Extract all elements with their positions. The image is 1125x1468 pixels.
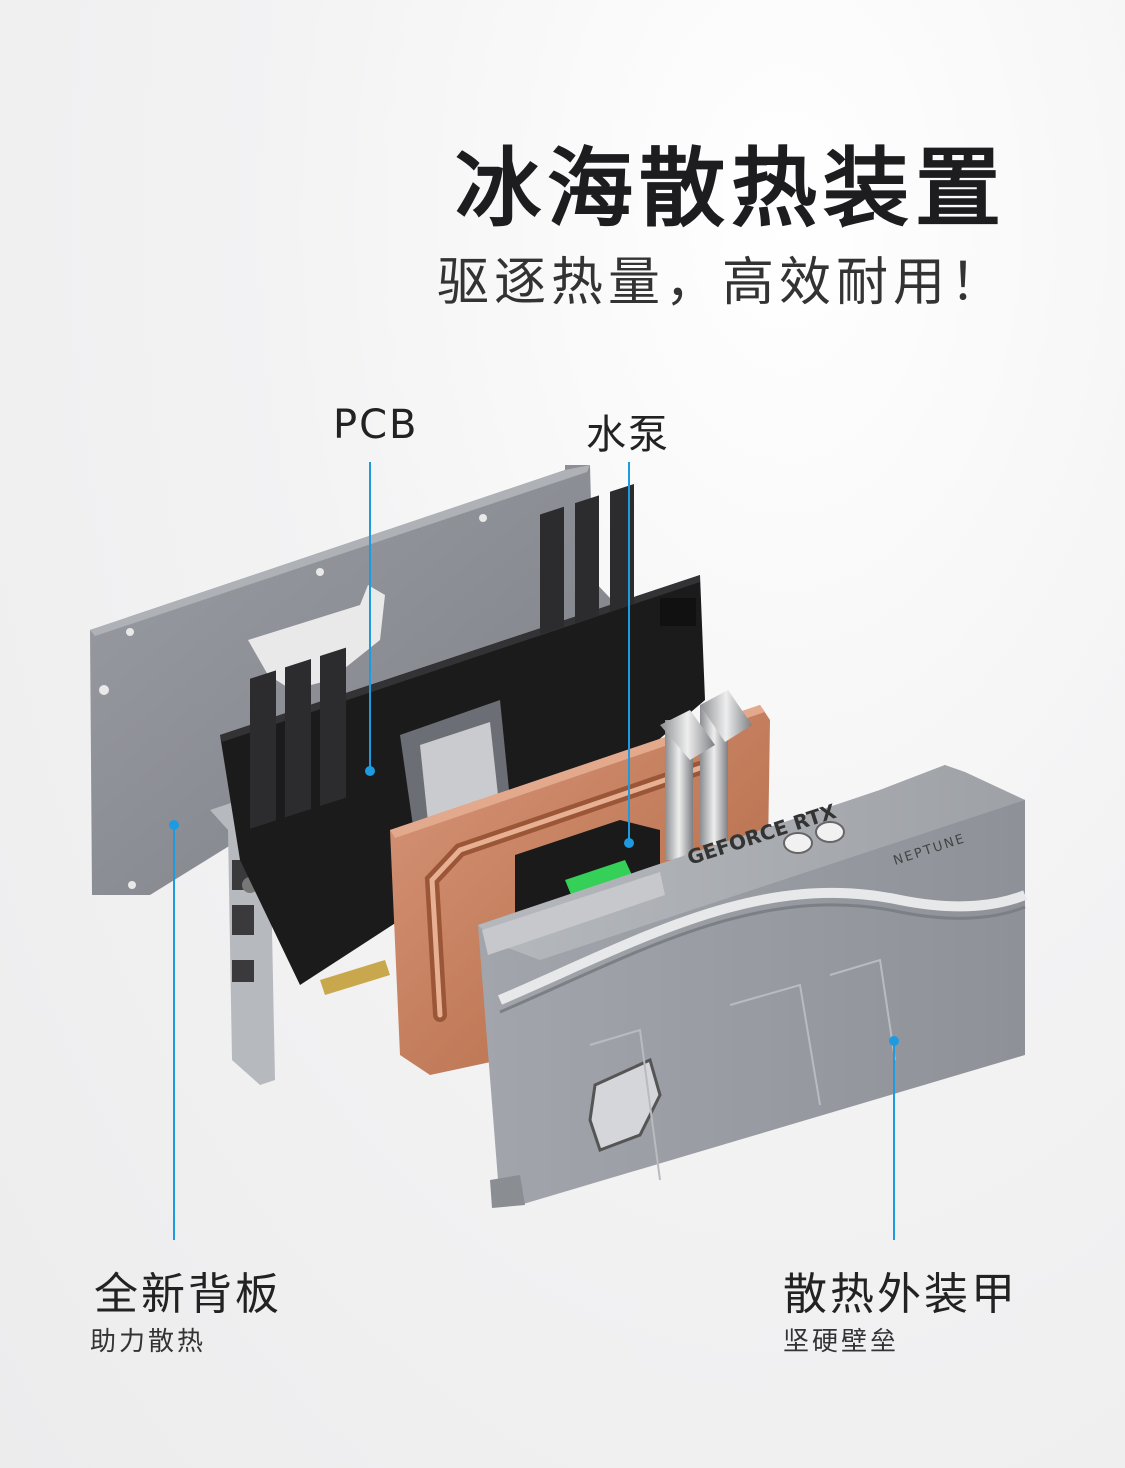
backplate-label: 全新背板 <box>94 1269 282 1320</box>
shroud-leader-line <box>893 1044 895 1240</box>
backplate-leader-dot <box>169 820 179 830</box>
backplate <box>90 465 610 895</box>
shroud-label: 散热外装甲 <box>783 1269 1018 1320</box>
page-title: 冰海散热装置 <box>455 139 1007 239</box>
shroud-sublabel: 坚硬壁垒 <box>783 1327 900 1357</box>
pcb-leader-line <box>369 462 371 767</box>
pcb-leader-dot <box>365 766 375 776</box>
backplate-sublabel: 助力散热 <box>90 1327 207 1357</box>
shroud-leader-dot <box>889 1036 899 1046</box>
pump-label: 水泵 <box>586 412 670 458</box>
backplate-leader-line <box>173 828 175 1240</box>
shroud-armor: GEFORCE RTX NEPTUNE <box>478 765 1027 1208</box>
page-subtitle: 驱逐热量，高效耐用！ <box>436 253 1007 313</box>
pump-leader-line <box>628 462 630 840</box>
water-fittings <box>660 690 752 860</box>
pcb-label: PCB <box>333 402 419 448</box>
pump-leader-dot <box>624 838 634 848</box>
